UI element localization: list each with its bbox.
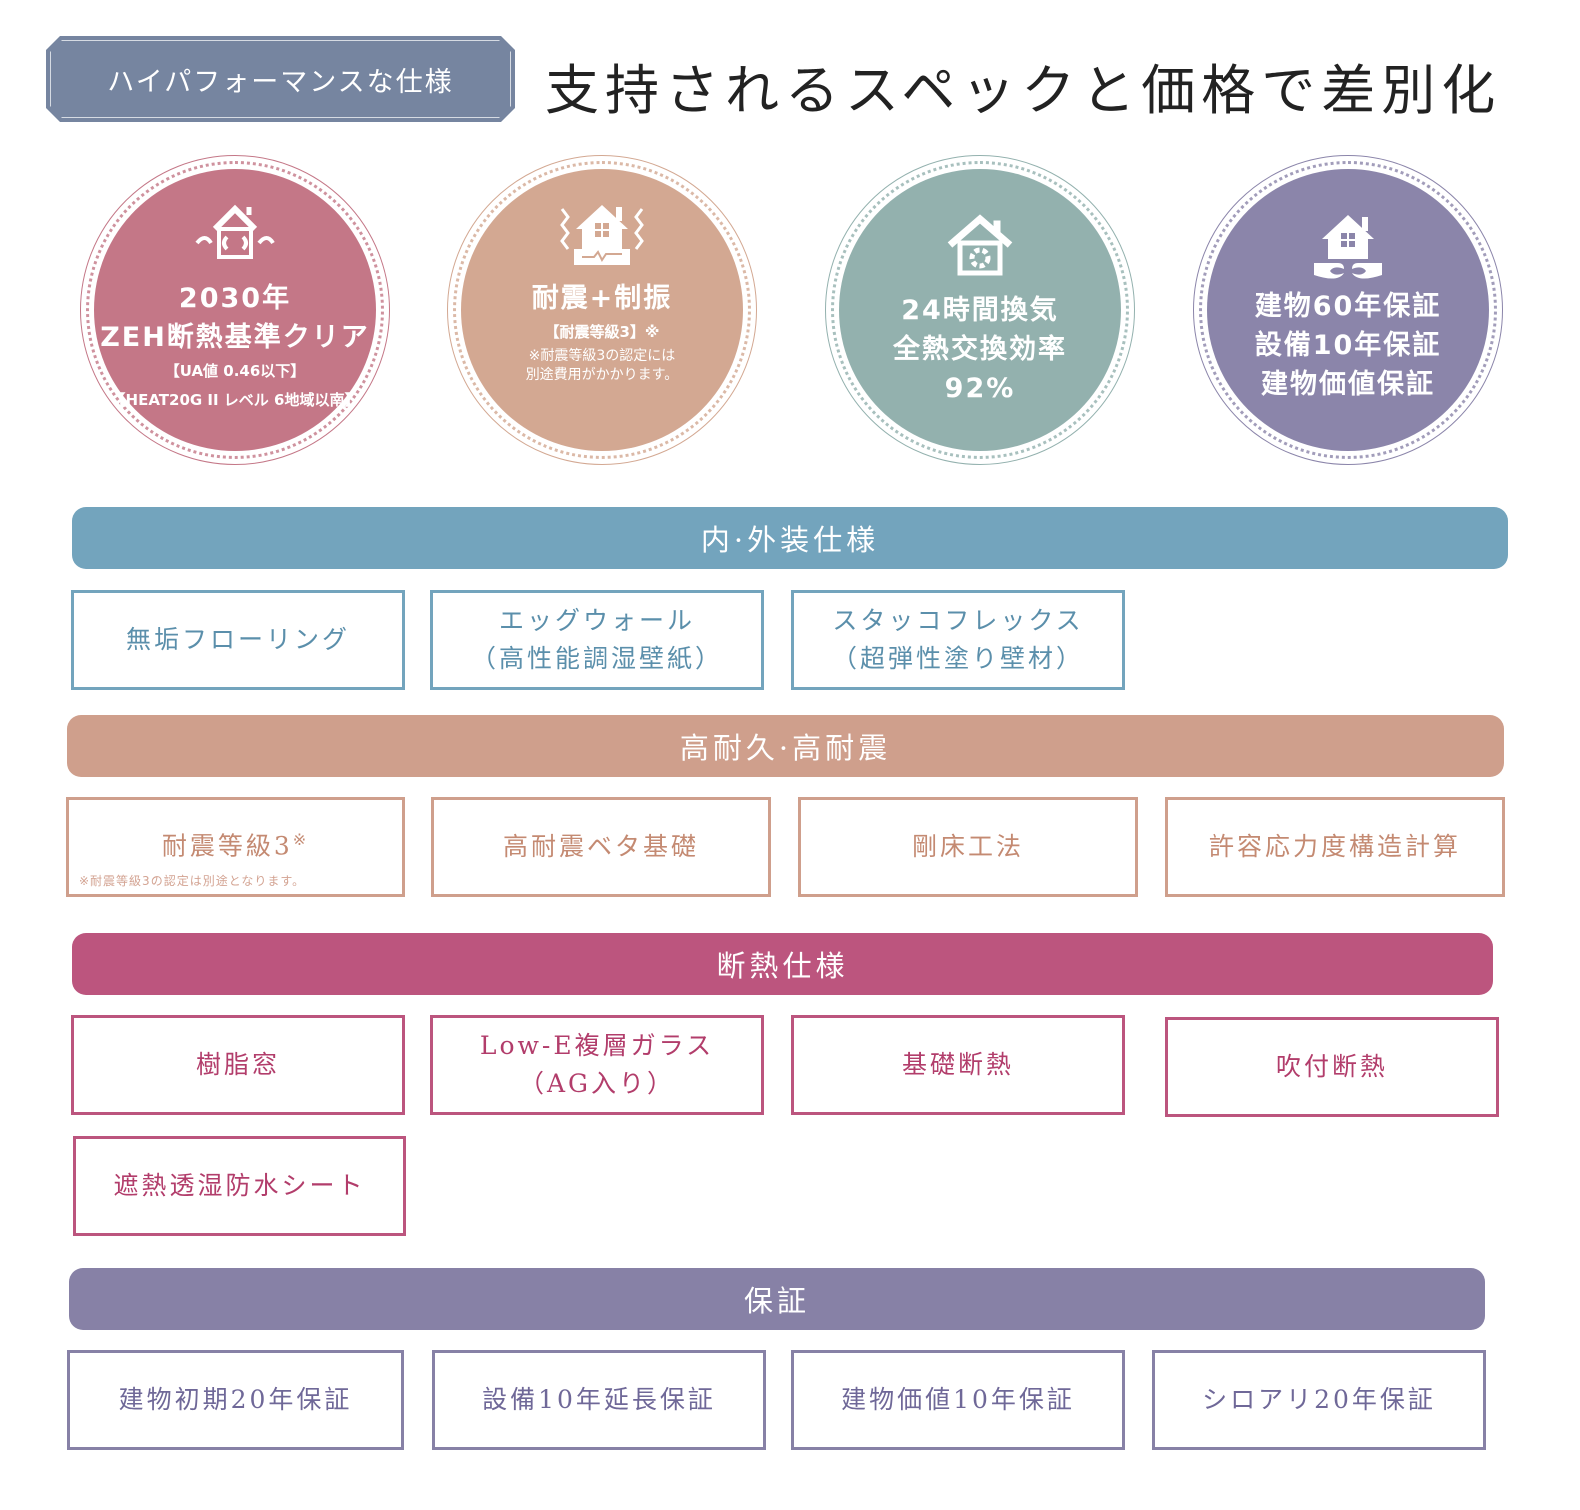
spec-item: 樹脂窓 [71,1015,405,1115]
spec-item-label: （高性能調湿壁紙） [470,644,723,673]
spec-item: 基礎断熱 [791,1015,1125,1115]
spec-item: エッグウォール （高性能調湿壁紙） [430,590,764,690]
section-title: 内·外装仕様 [700,523,880,557]
spec-item: 剛床工法 [798,797,1138,897]
section-header-bar: 内·外装仕様 [72,507,1508,569]
spec-item: 無垢フローリング [71,590,405,690]
spec-item-label: 設備10年延長保証 [482,1385,716,1414]
spec-item-label: 無垢フローリング [125,625,350,654]
circle-headline: 耐震+制振 [531,283,673,314]
circle-subtext: 【UA値 0.46以下】 [164,362,306,380]
spec-item: Low-E複層ガラス （AG入り） [430,1015,764,1115]
circle-headline: 設備10年保証 [1254,330,1442,361]
house-ventilation-icon [932,211,1028,291]
spec-item-label: 耐震等級3※ [161,829,310,861]
spec-item-label: 高耐震ベタ基礎 [502,832,699,861]
feature-circle: 24時間換気全熱交換効率 92% [825,155,1135,465]
page-title: 支持されるスペックと価格で差別化 [545,59,1502,122]
circle-subtext: 【耐震等級3】※ [544,323,660,341]
spec-item-label: 建物初期20年保証 [118,1385,353,1414]
section-title: 高耐久·高耐震 [679,731,892,765]
spec-item: 建物価値10年保証 [791,1350,1125,1450]
circle-note: ※耐震等級3の認定には [528,348,676,364]
circle-headline: 24時間換気 [901,295,1059,326]
feature-circle: 建物60年保証設備10年保証建物価値保証 [1193,155,1503,465]
section-title: 断熱仕様 [716,949,849,983]
spec-item-label: 建物価値10年保証 [841,1385,1075,1414]
section-title: 保証 [743,1284,810,1318]
spec-item-note: ※耐震等級3の認定は別途となります。 [79,874,306,888]
spec-item-label: （AG入り） [518,1069,676,1098]
circle-headline: 全熱交換効率 [893,334,1067,365]
spec-item-label: 樹脂窓 [195,1050,280,1079]
house-airflow-icon [187,199,283,279]
spec-item-label: 遮熱透湿防水シート [113,1171,366,1200]
spec-item-label: 許容応力度構造計算 [1208,832,1461,861]
spec-item-label: シロアリ20年保証 [1202,1385,1436,1414]
circle-headline: 92% [944,373,1016,404]
spec-item: シロアリ20年保証 [1152,1350,1486,1450]
feature-circle: 耐震+制振【耐震等級3】※ ※耐震等級3の認定には別途費用がかかります。 [447,155,757,465]
spec-item-label: エッグウォール [498,606,695,635]
spec-item: 建物初期20年保証 [67,1350,404,1450]
circle-note: 別途費用がかかります。 [525,367,679,383]
section-header-bar: 高耐久·高耐震 [67,715,1504,777]
spec-item: スタッコフレックス （超弾性塗り壁材） [791,590,1125,690]
circle-headline: 建物60年保証 [1254,291,1442,322]
house-earthquake-icon [554,199,650,279]
feature-circle: 2030年 ZEH断熱基準クリア【UA値 0.46以下】【HEAT20G II レ… [80,155,390,465]
spec-item-label: 吹付断熱 [1275,1052,1388,1081]
section-badge: ハイパフォーマンスな仕様 [46,36,515,122]
section-header-bar: 保証 [69,1268,1485,1330]
circle-subtext: 【HEAT20G II レベル 6地域以南】 [110,391,360,409]
spec-item: 吹付断熱 [1165,1017,1499,1117]
spec-item: 設備10年延長保証 [432,1350,766,1450]
house-hands-icon [1300,211,1396,291]
footnote-mark: ※ [292,829,310,849]
circle-headline: ZEH断熱基準クリア [100,322,370,353]
spec-item-label: 基礎断熱 [901,1050,1014,1079]
spec-item: 高耐震ベタ基礎 [431,797,771,897]
spec-item-label: Low-E複層ガラス [479,1031,715,1060]
circle-headline: 2030年 [178,283,292,314]
spec-item: 許容応力度構造計算 [1165,797,1505,897]
section-header-bar: 断熱仕様 [72,933,1493,995]
spec-item-label: 剛床工法 [911,832,1024,861]
circle-headline: 建物価値保証 [1261,369,1435,400]
badge-label: ハイパフォーマンスな仕様 [107,66,454,98]
spec-item-label: （超弾性塗り壁材） [831,644,1084,673]
spec-item-label: スタッコフレックス [832,606,1084,635]
spec-item: 耐震等級3※ ※耐震等級3の認定は別途となります。 [66,797,405,897]
spec-item: 遮熱透湿防水シート [73,1136,406,1236]
